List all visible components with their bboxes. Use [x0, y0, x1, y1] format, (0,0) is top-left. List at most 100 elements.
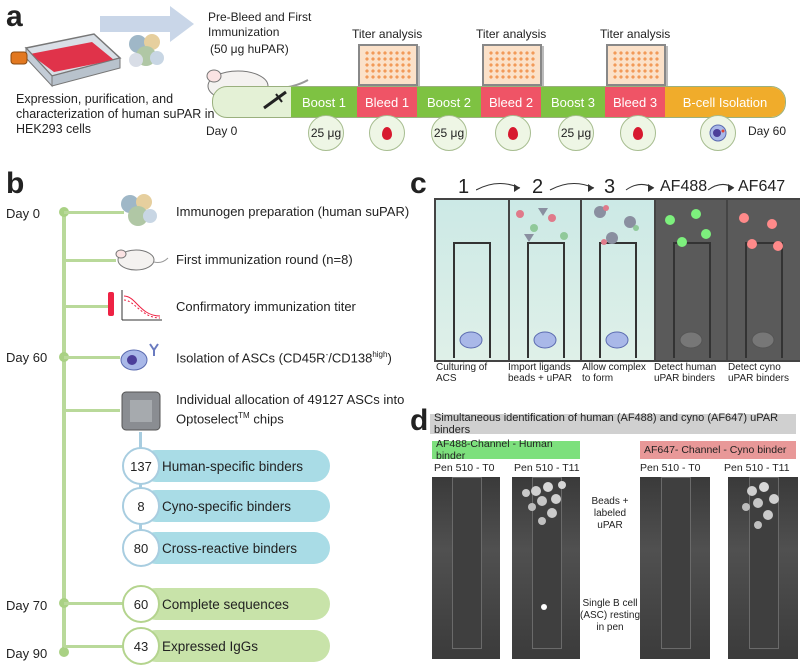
- segment-bleed-2: Bleed 2: [481, 87, 541, 117]
- pen-outline: [661, 477, 691, 649]
- af488-header: AF488: [660, 178, 708, 195]
- af647-channel-banner: AF647- Channel - Cyno binder: [640, 441, 796, 459]
- branch-line: [64, 409, 120, 412]
- caption-af647: Detect cyno uPAR binders: [728, 362, 789, 384]
- titer-plate-1: [358, 44, 418, 86]
- expression-description: Expression, purification, and characteri…: [16, 92, 215, 136]
- dose-circle-1: 25 μg: [308, 115, 344, 151]
- human-binders-label: Human-specific binders: [162, 458, 304, 474]
- micrograph-af488-t0: [432, 477, 500, 659]
- titer-label-2: Titer analysis: [476, 27, 547, 41]
- panel-c-letter: c: [410, 167, 427, 200]
- day-0-marker: Day 0: [6, 206, 40, 221]
- branch-line: [64, 356, 120, 359]
- prebleed-label: Pre-Bleed and First Immunization: [208, 10, 312, 39]
- pen: [673, 242, 711, 358]
- step-1-header: 1: [458, 176, 470, 198]
- expressed-iggs-label: Expressed IgGs: [162, 638, 259, 654]
- segment-bleed-3: Bleed 3: [605, 87, 665, 117]
- dose-circle-2: 25 μg: [431, 115, 467, 151]
- pen-label-4: Pen 510 - T11: [724, 462, 790, 474]
- asc-text-mid: /CD138: [328, 350, 373, 366]
- titer-label-1: Titer analysis: [352, 27, 423, 41]
- vertical-timeline-line: [62, 212, 66, 652]
- allocation-line-1: Individual allocation of 49127 ASCs into: [176, 392, 405, 407]
- blood-drop-circle-2: [495, 115, 531, 151]
- bead-cluster: [742, 482, 779, 529]
- complete-sequences-count: 60: [122, 585, 160, 623]
- step-confirmatory-titer: Confirmatory immunization titer: [176, 299, 356, 314]
- branch-line: [64, 645, 124, 648]
- bcell-circle: [700, 115, 736, 151]
- cyno-binders-pill: Cyno-specific binders: [140, 490, 330, 522]
- panel-a-letter: a: [6, 0, 23, 33]
- expressed-iggs-count: 43: [122, 627, 160, 665]
- bead-cluster: [522, 481, 566, 610]
- titer-plate-2: [482, 44, 542, 86]
- pen: [599, 242, 637, 358]
- cross-reactive-pill: Cross-reactive binders: [140, 532, 330, 564]
- culture-flask-icon: [10, 33, 122, 88]
- blood-drop-icon: [508, 126, 518, 140]
- step-asc-isolation: Isolation of ASCs (CD45R-/CD138high): [176, 350, 392, 365]
- panel-b-letter: b: [6, 167, 25, 200]
- caption-step-3: Allow complex to form: [582, 362, 646, 384]
- titer-label-3: Titer analysis: [600, 27, 671, 41]
- caption-step-2: Import ligands beads + uPAR: [508, 362, 573, 384]
- pen-outline: [532, 477, 562, 649]
- blood-drop-circle-1: [369, 115, 405, 151]
- pen-label-1: Pen 510 - T0: [434, 462, 495, 474]
- asc-text-end: ): [387, 350, 392, 366]
- bcell-icon: [709, 124, 727, 142]
- well-contents: [459, 205, 783, 349]
- process-arrow-icon: [100, 6, 194, 42]
- segment-boost-2: Boost 2: [417, 87, 481, 117]
- micrograph-af647-t11: [728, 477, 798, 659]
- segment-boost-3: Boost 3: [541, 87, 605, 117]
- complete-sequences-pill: Complete sequences: [140, 588, 330, 620]
- protein-structure-icon: [121, 194, 157, 226]
- dose-label: (50 μg huPAR): [210, 42, 289, 56]
- micrograph-af488-t11: [512, 477, 580, 659]
- immunization-timeline: Boost 1 Bleed 1 Boost 2 Bleed 2 Boost 3 …: [212, 86, 786, 118]
- cyno-binders-label: Cyno-specific binders: [162, 498, 292, 514]
- step-arrows: [476, 183, 735, 192]
- asc-text-start: Isolation of ASCs (CD45R: [176, 350, 326, 366]
- panel-d-letter: d: [410, 404, 429, 437]
- protein-structure-icon: [129, 34, 164, 67]
- asc-cell-icon: [120, 343, 159, 371]
- branch-line: [64, 259, 116, 262]
- titer-curve-icon: [108, 290, 162, 321]
- blood-drop-icon: [633, 126, 643, 140]
- branch-line: [64, 211, 124, 214]
- expressed-iggs-pill: Expressed IgGs: [140, 630, 330, 662]
- pen-label-2: Pen 510 - T11: [514, 462, 580, 474]
- branch-line: [64, 602, 124, 605]
- complete-sequences-label: Complete sequences: [162, 596, 289, 612]
- cyno-binders-count: 8: [122, 487, 160, 525]
- timeline-node: [59, 647, 69, 657]
- af488-channel-banner: AF488-Channel - Human binder: [432, 438, 580, 462]
- optoselect-text: Optoselect: [176, 411, 239, 427]
- tm-superscript: TM: [238, 411, 250, 420]
- day-70-marker: Day 70: [6, 598, 48, 613]
- day-90-marker: Day 90: [6, 646, 48, 661]
- branch-line: [64, 305, 108, 308]
- day-60-marker: Day 60: [6, 350, 48, 365]
- dose-circle-3: 25 μg: [558, 115, 594, 151]
- panel-d-title: Simultaneous identification of human (AF…: [430, 412, 796, 436]
- segment-bcell-isolation: B-cell Isolation: [665, 87, 785, 117]
- pen: [453, 242, 491, 358]
- blood-drop-icon: [382, 126, 392, 140]
- pen: [527, 242, 565, 358]
- chips-text: chips: [253, 411, 284, 427]
- human-binders-pill: Human-specific binders: [140, 450, 330, 482]
- human-binders-count: 137: [122, 447, 160, 485]
- asc-superscript-2: high: [372, 350, 388, 359]
- step-immunogen: Immunogen preparation (human suPAR): [176, 204, 410, 219]
- cross-reactive-count: 80: [122, 529, 160, 567]
- mouse-icon: [115, 249, 169, 271]
- bcell-annotation: Single B cell (ASC) resting in pen: [580, 598, 641, 633]
- pen-outline: [452, 477, 482, 649]
- segment-bleed-1: Bleed 1: [357, 87, 417, 117]
